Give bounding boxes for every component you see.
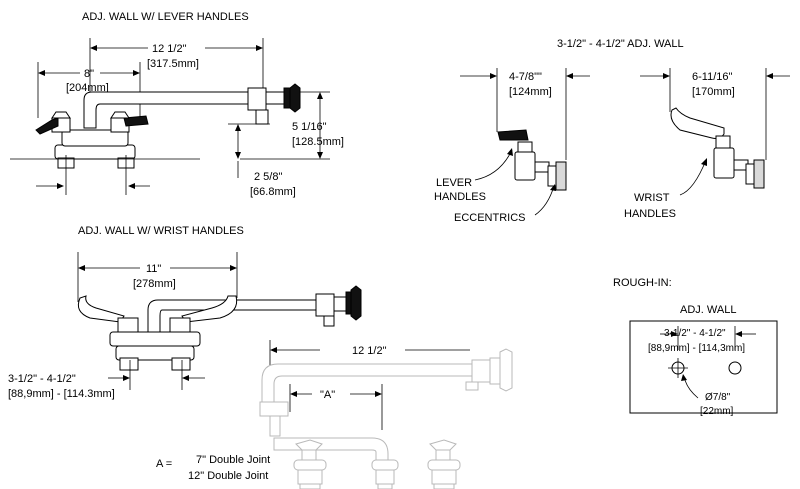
wrist-spout-dim-mm: [278mm] — [133, 278, 176, 290]
lever-height-dim: 5 1/16" — [292, 121, 327, 133]
lever-centers-dim: 8" — [84, 68, 94, 80]
rough-in-hole: Ø7/8" — [705, 392, 731, 403]
lever-side-dim: 4-7/8"" — [509, 71, 542, 83]
wrist-centers-dim: 3-1/2" - 4-1/2" — [8, 373, 76, 385]
wrist-side-dim-mm: [170mm] — [692, 86, 735, 98]
lever-handles-label-1: LEVER — [436, 177, 472, 189]
eccentrics-label: ECCENTRICS — [454, 212, 526, 224]
lever-handle-faucet-view: ADJ. WALL W/ LEVER HANDLES 12 1/2" [317.… — [10, 11, 344, 198]
rough-in-hole-mm: [22mm] — [700, 406, 734, 417]
wrist-spout-dim: 11" — [146, 263, 161, 275]
rough-in-dim-mm: [88,9mm] - [114,3mm] — [648, 343, 745, 354]
wrist-handles-label-1: WRIST — [634, 192, 670, 204]
lever-height-dim-mm: [128.5mm] — [292, 136, 344, 148]
wrist-view-title: ADJ. WALL W/ WRIST HANDLES — [78, 225, 244, 237]
double-joint-view: 12 1/2" "A" — [156, 340, 513, 489]
double-joint-a-dim: "A" — [320, 389, 335, 401]
lever-centers-dim-mm: [204mm] — [66, 82, 109, 94]
rough-in-dim: 3-1/2" - 4-1/2" — [664, 328, 726, 339]
lever-side-dim-mm: [124mm] — [509, 86, 552, 98]
legend-a-label: A = — [156, 458, 172, 470]
wrist-handle-faucet-view: ADJ. WALL W/ WRIST HANDLES 11" [278mm] — [8, 225, 362, 400]
double-joint-spout-dim: 12 1/2" — [352, 345, 387, 357]
lever-spout-dim-mm: [317.5mm] — [147, 58, 199, 70]
wrist-side-dim: 6-11/16" — [692, 71, 732, 83]
rough-in-subtitle: ADJ. WALL — [680, 304, 736, 316]
lever-view-title: ADJ. WALL W/ LEVER HANDLES — [82, 11, 249, 23]
side-views-title: 3-1/2" - 4-1/2" ADJ. WALL — [557, 38, 684, 50]
lever-handles-label-2: HANDLES — [434, 191, 486, 203]
lever-spout-dim: 12 1/2" — [152, 43, 187, 55]
side-views: 3-1/2" - 4-1/2" ADJ. WALL 4-7/8"" [124mm… — [434, 38, 790, 224]
legend-line-1: 7" Double Joint — [196, 454, 270, 466]
rough-in-title: ROUGH-IN: — [613, 277, 672, 289]
wrist-centers-dim-mm: [88,9mm] - [114.3mm] — [8, 388, 115, 400]
legend-line-2: 12" Double Joint — [188, 470, 268, 482]
lever-drop-dim-mm: [66.8mm] — [250, 186, 296, 198]
rough-in-diagram: ROUGH-IN: ADJ. WALL 3-1/2" - 4-1/2" [88,… — [613, 277, 778, 417]
lever-drop-dim: 2 5/8" — [254, 171, 282, 183]
wrist-handles-label-2: HANDLES — [624, 208, 676, 220]
